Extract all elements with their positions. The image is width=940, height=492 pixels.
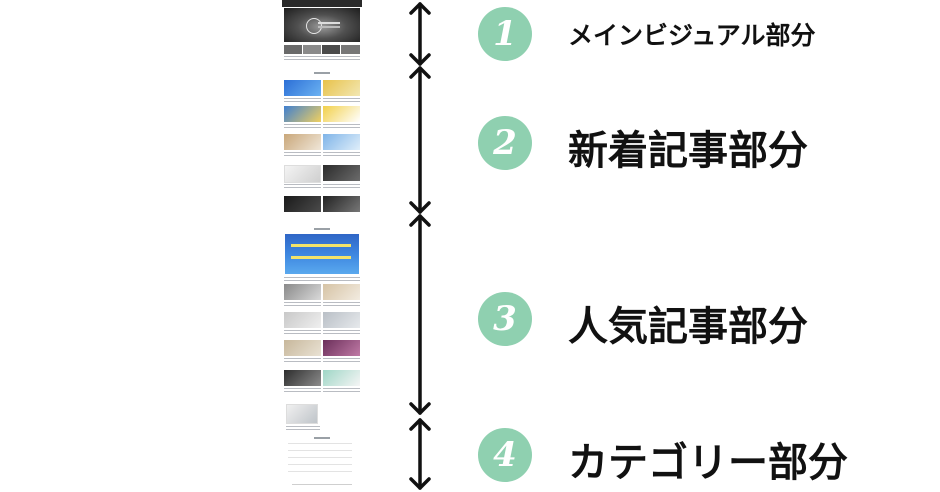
thumbnail-footer xyxy=(292,484,352,485)
thumbnail-card xyxy=(284,45,302,54)
thumbnail-caption xyxy=(323,358,360,364)
thumbnail-card xyxy=(284,80,321,96)
thumbnail-card xyxy=(323,106,360,122)
thumbnail-card xyxy=(323,196,360,212)
section-2-label: 新着記事部分 xyxy=(568,128,808,174)
section-1-number-badge: 1 xyxy=(478,7,532,61)
thumbnail-caption xyxy=(284,184,321,190)
thumbnail-category-row xyxy=(288,443,352,444)
thumbnail-caption xyxy=(284,277,360,283)
page-thumbnail xyxy=(282,0,362,492)
thumbnail-hero-image xyxy=(284,8,360,42)
thumbnail-card xyxy=(341,45,360,54)
thumbnail-card xyxy=(284,134,321,150)
thumbnail-caption xyxy=(323,98,360,104)
thumbnail-header-bar xyxy=(282,0,362,7)
thumbnail-section-heading xyxy=(314,228,330,230)
thumbnail-card xyxy=(284,312,321,328)
section-4-label: カテゴリー部分 xyxy=(568,440,848,486)
thumbnail-caption xyxy=(323,152,360,158)
thumbnail-caption xyxy=(284,388,321,394)
thumbnail-caption xyxy=(323,388,360,394)
thumbnail-card xyxy=(284,370,321,386)
thumbnail-caption xyxy=(323,124,360,130)
section-1-number: 1 xyxy=(493,14,517,54)
thumbnail-card xyxy=(323,134,360,150)
section-4-arrow xyxy=(409,418,431,490)
thumbnail-category-row xyxy=(288,471,352,472)
thumbnail-card xyxy=(284,106,321,122)
hero-ring-graphic xyxy=(306,18,322,34)
thumbnail-section-heading xyxy=(314,72,330,74)
thumbnail-caption xyxy=(323,184,360,190)
thumbnail-card xyxy=(284,165,321,183)
thumbnail-category-row xyxy=(288,464,352,465)
thumbnail-caption xyxy=(284,124,321,130)
thumbnail-caption xyxy=(284,152,321,158)
thumbnail-card xyxy=(284,340,321,356)
section-2-arrow xyxy=(409,66,431,214)
thumbnail-caption xyxy=(284,98,321,104)
section-3-arrow xyxy=(409,214,431,415)
thumbnail-caption xyxy=(284,302,321,308)
thumbnail-card xyxy=(286,404,318,424)
section-3-number: 3 xyxy=(493,299,517,339)
thumbnail-card xyxy=(303,45,321,54)
thumbnail-popular-banner xyxy=(285,234,359,274)
thumbnail-card xyxy=(284,196,321,212)
thumbnail-caption xyxy=(284,56,360,62)
thumbnail-card xyxy=(323,165,360,181)
section-1-label: メインビジュアル部分 xyxy=(568,21,816,50)
thumbnail-caption xyxy=(284,330,321,336)
thumbnail-card xyxy=(323,370,360,386)
thumbnail-card xyxy=(323,284,360,300)
section-4-number: 4 xyxy=(493,435,517,475)
thumbnail-card xyxy=(284,284,321,300)
thumbnail-category-row xyxy=(288,450,352,451)
thumbnail-card xyxy=(322,45,340,54)
banner-text-line xyxy=(291,244,351,247)
banner-text-line xyxy=(291,256,351,259)
section-3-label: 人気記事部分 xyxy=(568,304,808,350)
thumbnail-card xyxy=(323,312,360,328)
section-2-number-badge: 2 xyxy=(478,116,532,170)
section-2-number: 2 xyxy=(493,123,517,163)
thumbnail-caption xyxy=(286,426,320,432)
thumbnail-card xyxy=(323,340,360,356)
thumbnail-card xyxy=(323,80,360,96)
thumbnail-caption xyxy=(323,330,360,336)
thumbnail-caption xyxy=(323,302,360,308)
thumbnail-caption xyxy=(284,358,321,364)
hero-text-graphic xyxy=(318,22,340,24)
section-3-number-badge: 3 xyxy=(478,292,532,346)
thumbnail-section-heading xyxy=(314,437,330,439)
section-1-arrow xyxy=(409,2,431,66)
section-4-number-badge: 4 xyxy=(478,428,532,482)
thumbnail-category-row xyxy=(288,457,352,458)
